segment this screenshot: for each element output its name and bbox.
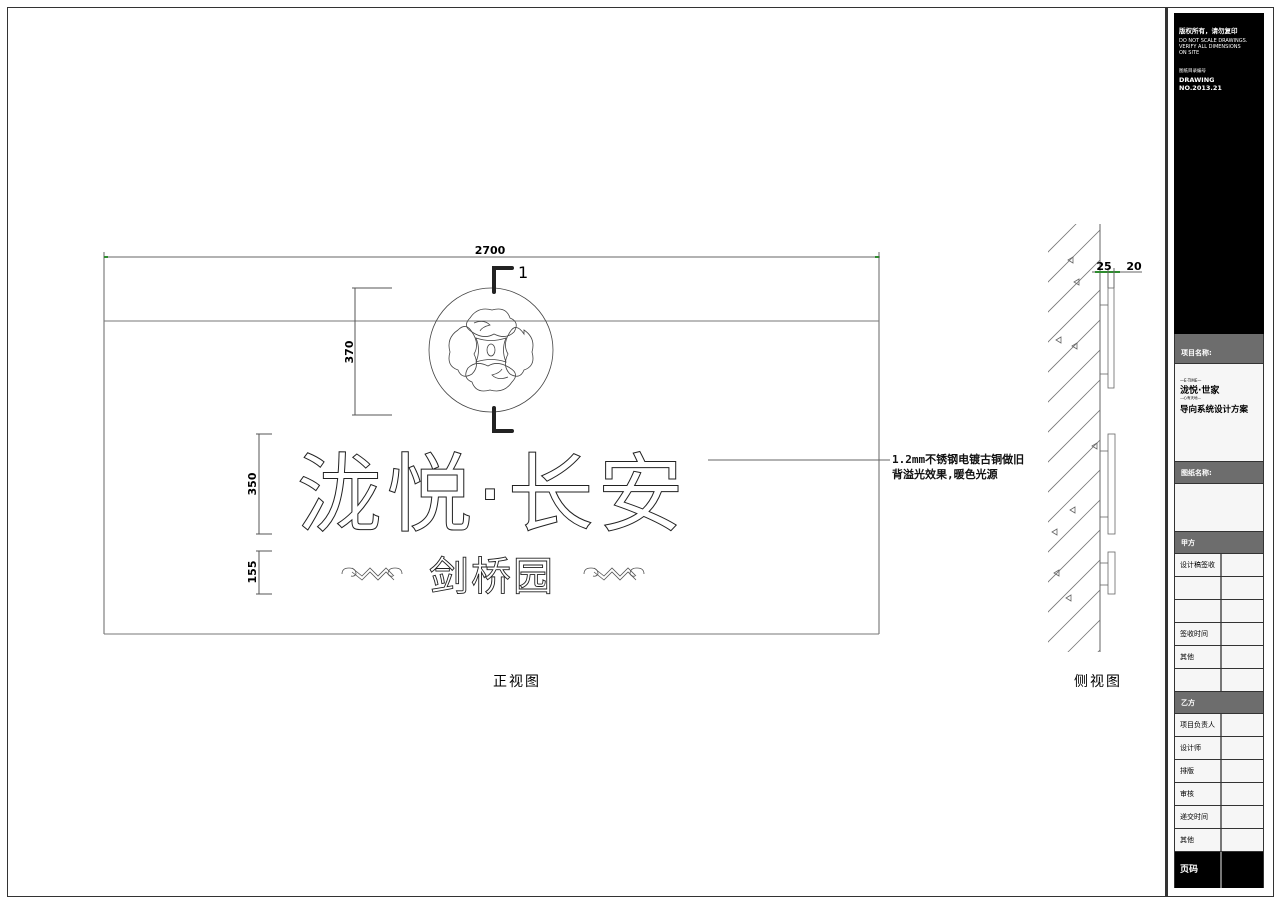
row-value (1222, 600, 1263, 622)
copyright-notice: 版权所有，请勿复印 (1179, 27, 1238, 35)
dimension-main-text-height (256, 433, 272, 535)
section-marker-top (492, 266, 514, 294)
dimension-logo-height-label: 370 (343, 340, 356, 363)
row-value (1222, 737, 1263, 759)
party-a-row (1175, 600, 1263, 623)
row-value (1222, 646, 1263, 668)
party-b-row: 审核 (1175, 783, 1263, 806)
sign-main-text: 泷悦·长安 (296, 445, 687, 545)
party-a-header: 甲方 (1175, 532, 1263, 554)
party-b-header: 乙方 (1175, 692, 1263, 714)
row-value (1222, 829, 1263, 851)
project-name-box: —E·TIME— 泷悦·世家 —心有天地— 导向系统设计方案 (1175, 364, 1263, 462)
title-block-header: 版权所有，请勿复印 DO NOT SCALE DRAWINGS. VERIFY … (1174, 13, 1264, 334)
dimension-logo-height (352, 287, 392, 416)
party-b-row: 设计师 (1175, 737, 1263, 760)
row-value (1222, 554, 1263, 576)
party-a-row: 其他 (1175, 646, 1263, 669)
section-marker-number: 1 (518, 263, 528, 282)
row-value (1222, 714, 1263, 736)
party-b-row: 其他 (1175, 829, 1263, 852)
wave-ornament-right (583, 567, 645, 581)
row-value (1222, 669, 1263, 691)
drawing-number: DRAWING NO.2013.21 (1179, 76, 1222, 92)
dimension-main-text-height-label: 350 (246, 472, 259, 495)
row-label: 签收时间 (1175, 623, 1222, 645)
party-a-row (1175, 577, 1263, 600)
project-name: 导向系统设计方案 (1180, 405, 1249, 415)
party-a-row: 设计稿签收 (1175, 554, 1263, 577)
party-b-row: 项目负责人 (1175, 714, 1263, 737)
row-label: 设计师 (1175, 737, 1222, 759)
row-value (1222, 806, 1263, 828)
row-label: 项目负责人 (1175, 714, 1222, 736)
row-label: 其他 (1175, 646, 1222, 668)
callout-line-1: 1.2mm不锈钢电镀古铜做旧 (892, 453, 1025, 466)
row-label: 排版 (1175, 760, 1222, 782)
cloud-coin-logo (428, 287, 554, 413)
party-a-row (1175, 669, 1263, 692)
warning-line-3: ON SITE (1179, 50, 1200, 56)
row-value (1222, 760, 1263, 782)
warning-line-1: DO NOT SCALE DRAWINGS. (1179, 38, 1248, 44)
party-a-row: 签收时间 (1175, 623, 1263, 646)
row-label (1175, 669, 1222, 691)
brand-logo-main: 泷悦·世家 (1180, 386, 1220, 396)
row-label: 递交时间 (1175, 806, 1222, 828)
page-number-label: 页码 (1175, 852, 1222, 888)
warning-line-2: VERIFY ALL DIMENSIONS (1179, 44, 1241, 50)
material-callout: 1.2mm不锈钢电镀古铜做旧 背溢光效果,暖色光源 (892, 452, 1024, 482)
dimension-side-gap-label: 25 (1096, 260, 1111, 273)
callout-line-2: 背溢光效果,暖色光源 (892, 468, 998, 481)
side-view (1048, 224, 1142, 652)
section-marker-bottom (492, 406, 514, 433)
dimension-sub-text-height (256, 550, 272, 595)
dimension-total-width-label: 2700 (475, 244, 506, 257)
row-label: 其他 (1175, 829, 1222, 851)
row-value (1222, 623, 1263, 645)
party-b-row: 递交时间 (1175, 806, 1263, 829)
project-name-header: 项目名称: (1175, 334, 1263, 364)
sign-sub-text: 剑桥园 (429, 554, 555, 600)
row-label (1175, 600, 1222, 622)
dimension-side-thickness-label: 20 (1126, 260, 1142, 273)
front-and-side-view-drawing: 2700 370 1 350 (103, 224, 1142, 652)
front-view-label: 正视图 (493, 674, 541, 690)
drawing-frame (7, 7, 1166, 897)
dimension-total-width (103, 252, 880, 634)
row-value (1222, 577, 1263, 599)
row-label: 设计稿签收 (1175, 554, 1222, 576)
brand-logo-top: —E·TIME— (1180, 378, 1202, 383)
side-view-label: 侧视图 (1074, 674, 1122, 690)
drawing-name-header: 图纸名称: (1175, 462, 1263, 484)
party-b-row: 排版 (1175, 760, 1263, 783)
drawing-name-box (1175, 484, 1263, 532)
page-number-row: 页码 (1175, 852, 1263, 888)
row-label (1175, 577, 1222, 599)
dimension-sub-text-height-label: 155 (246, 561, 259, 584)
brand-logo-sub: —心有天地— (1180, 396, 1201, 400)
wave-ornament-left (341, 567, 403, 581)
row-value (1222, 783, 1263, 805)
drawing-number-label: 图纸目录编号 (1179, 69, 1206, 74)
row-label: 审核 (1175, 783, 1222, 805)
sign-panel (104, 320, 879, 635)
title-block: 版权所有，请勿复印 DO NOT SCALE DRAWINGS. VERIFY … (1174, 13, 1264, 888)
